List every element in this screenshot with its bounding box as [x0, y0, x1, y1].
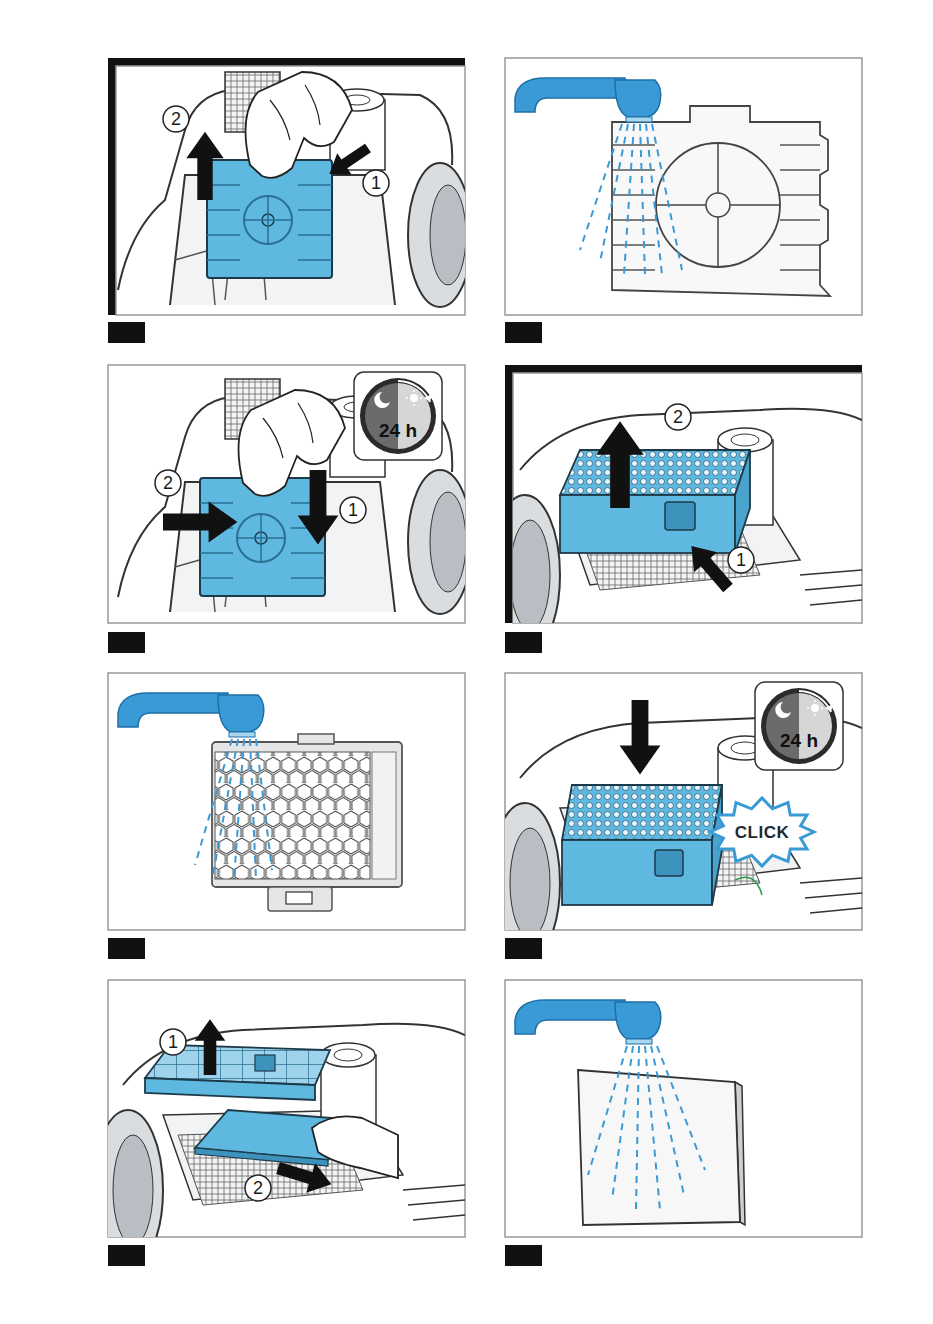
panel-art [513, 409, 862, 623]
panel-art [274, 1153, 336, 1199]
step-panel [108, 365, 472, 653]
step-panel [490, 365, 862, 655]
panel-art [163, 502, 237, 543]
panel-art [340, 497, 366, 523]
panel-art [255, 1055, 275, 1071]
step-panel [118, 693, 264, 737]
panel-frame [108, 58, 465, 315]
step-panel [372, 752, 396, 879]
figure-tag [108, 938, 145, 959]
panel-art [118, 72, 465, 307]
figure-tag [108, 322, 145, 343]
panel-frame [108, 673, 465, 930]
callout-number: 1 [736, 551, 746, 569]
panel-art [118, 72, 465, 307]
panel-frame [505, 58, 862, 315]
panel-art [665, 404, 691, 430]
panel-art [560, 495, 735, 553]
step-panel [268, 887, 332, 911]
panel-art [160, 1029, 186, 1055]
callout-number: 2 [171, 110, 181, 128]
panel-art [505, 682, 862, 930]
panel-art [620, 700, 661, 774]
water-spray [588, 1046, 705, 1210]
hepa-filter [560, 450, 750, 495]
panel-art [207, 72, 352, 278]
panel-art [118, 372, 465, 614]
callout-number: 1 [371, 174, 381, 192]
time-label: 24 h [379, 421, 417, 440]
step-panel [515, 78, 661, 122]
panel-art [312, 1116, 398, 1178]
figure-tag [108, 632, 145, 653]
panel-art [755, 682, 843, 770]
water-spray [580, 124, 682, 275]
hepa-filter [562, 785, 722, 840]
step-panel [656, 143, 780, 267]
panel-art [354, 372, 442, 460]
panel-art [245, 1175, 271, 1201]
callout-number: 2 [163, 474, 173, 492]
step-panel [108, 673, 465, 959]
figure-tag [505, 322, 542, 343]
panel-frame [513, 373, 862, 623]
panel-art [728, 547, 754, 573]
panel-art [200, 390, 345, 596]
time-label: 24 h [780, 731, 818, 750]
panel-art [562, 840, 712, 905]
panel-art [108, 1019, 465, 1237]
panel-art [298, 470, 339, 544]
figure-tag [108, 1245, 145, 1266]
panel-art [163, 106, 189, 132]
panel-art [195, 1019, 226, 1075]
step-panel [515, 1000, 661, 1044]
panel-art [108, 1024, 465, 1237]
panel-art [735, 877, 762, 895]
step-panel [215, 752, 370, 879]
panel-art [735, 450, 750, 553]
callout-number: 1 [168, 1033, 178, 1051]
step-panel [93, 980, 465, 1270]
callout-number: 2 [253, 1179, 263, 1197]
panel-frame [505, 980, 862, 1237]
figure-tag [505, 632, 542, 653]
panel-art [665, 502, 695, 530]
callout-number: 2 [673, 408, 683, 426]
panel-art [145, 1078, 315, 1100]
panel-art [655, 850, 683, 876]
step-panel [108, 58, 472, 343]
step-panel [286, 892, 312, 904]
panel-art [155, 470, 181, 496]
click-burst [710, 798, 814, 866]
callout-number: 1 [348, 501, 358, 519]
panel-art [596, 421, 644, 508]
hepa-cover [212, 742, 402, 887]
panel-art [195, 1148, 328, 1166]
figure-tag [505, 938, 542, 959]
panel-art [505, 717, 862, 930]
step-panel [505, 58, 862, 343]
panel-art [363, 170, 389, 196]
step-panel [298, 734, 334, 744]
step-panel [490, 673, 862, 963]
figure-tag [505, 1245, 542, 1266]
water-spray [195, 739, 272, 880]
step-panel [706, 193, 730, 217]
panel-art [186, 132, 223, 200]
click-text: CLICK [735, 824, 789, 841]
step-panel [505, 980, 862, 1266]
panel-art [513, 404, 862, 623]
step-panel [656, 143, 780, 267]
panel-frame [108, 365, 465, 623]
